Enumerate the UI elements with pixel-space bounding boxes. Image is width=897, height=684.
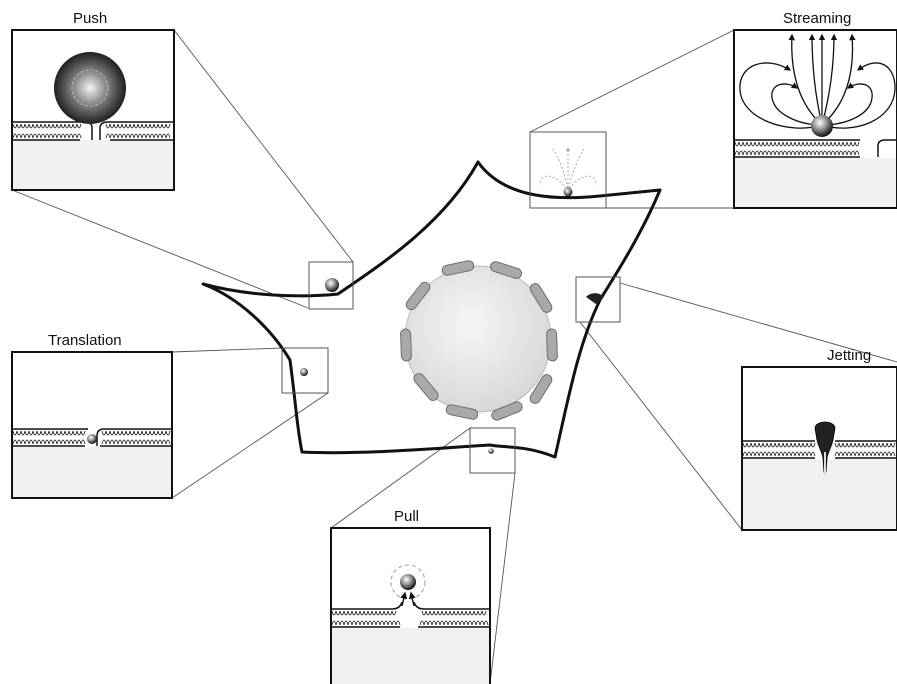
lipid-bilayer <box>12 428 171 447</box>
panel-label-push: Push <box>73 10 108 27</box>
locator-push <box>308 261 354 310</box>
panel-streaming <box>733 29 897 209</box>
lipid-bilayer <box>331 601 489 628</box>
panel-push <box>11 29 175 191</box>
panel-translation <box>11 351 173 499</box>
panel-label-streaming: Streaming <box>783 10 852 27</box>
microbubble <box>811 115 833 137</box>
microbubble <box>400 574 416 590</box>
locator-pull <box>469 427 516 474</box>
panel-jetting <box>741 366 897 531</box>
cell-membrane <box>201 160 662 459</box>
lipid-bilayer <box>12 121 173 141</box>
callout-lines <box>11 29 897 684</box>
panel-label-jetting: Jetting <box>827 347 872 364</box>
microbubble-dashed-outline <box>71 69 109 107</box>
panel-label-translation: Translation <box>48 332 122 349</box>
microbubble <box>54 52 126 124</box>
locator-jetting <box>575 276 621 323</box>
locator-translation <box>281 347 329 394</box>
microbubble-dashed-outline <box>390 564 426 600</box>
lipid-bilayer <box>734 139 896 158</box>
jet-bubble <box>814 421 836 473</box>
cell <box>201 160 662 459</box>
microbubble <box>87 434 97 444</box>
lipid-bilayer <box>742 440 896 459</box>
pull-arrows <box>400 591 416 607</box>
panel-pull <box>330 527 491 684</box>
locator-streaming <box>529 131 607 209</box>
organelles <box>400 260 558 421</box>
panel-label-pull: Pull <box>394 508 420 525</box>
